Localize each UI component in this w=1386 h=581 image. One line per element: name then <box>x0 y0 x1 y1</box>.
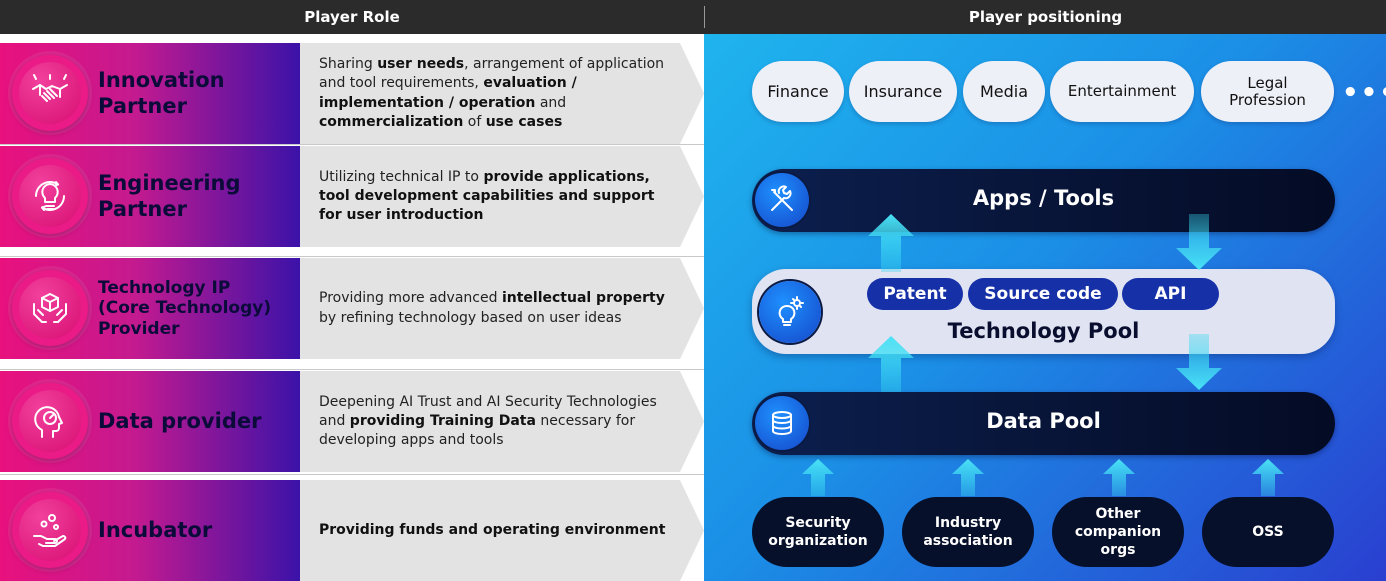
role-row-innovation-partner: Innovation Partner Sharing user needs, a… <box>0 43 704 144</box>
domain-entertainment: Entertainment <box>1050 61 1194 122</box>
technology-pool-bar: Patent Source code API Technology Pool <box>752 269 1335 354</box>
up-arrow-icon <box>952 459 984 496</box>
role-row-technology-ip-provider: Technology IP (Core Technology) Provider… <box>0 258 704 359</box>
role-panel: Innovation Partner <box>0 43 300 144</box>
role-description: Providing more advanced intellectual pro… <box>300 258 704 359</box>
header-bar: Player Role Player positioning <box>0 0 1386 34</box>
role-panel: Incubator <box>0 480 300 581</box>
tech-item-source-code: Source code <box>968 278 1118 310</box>
up-arrow-icon <box>802 459 834 496</box>
tech-item-api: API <box>1122 278 1219 310</box>
description-run: necessary for developing apps and tools <box>319 412 636 449</box>
description-run: Deepening AI Trust and AI Security Techn… <box>319 393 657 429</box>
source-other-companion-orgs: Other companion orgs <box>1052 497 1184 567</box>
description-run: Providing more advanced <box>319 290 502 307</box>
description-text: Providing more advanced intellectual pro… <box>319 289 674 327</box>
description-bold-run: provide applications, tool development c… <box>319 168 655 224</box>
role-row-engineering-partner: Engineering Partner Utilizing technical … <box>0 146 704 247</box>
player-positioning-header: Player positioning <box>968 8 1123 26</box>
description-text: Sharing user needs, arrangement of appli… <box>319 55 674 131</box>
description-text: Deepening AI Trust and AI Security Techn… <box>319 393 674 450</box>
role-label: Engineering Partner <box>98 171 241 221</box>
tech-item-patent: Patent <box>867 278 963 310</box>
role-label: Innovation Partner <box>98 68 225 118</box>
header-divider <box>704 6 705 28</box>
description-text: Providing funds and operating environmen… <box>319 521 665 540</box>
role-description: Providing funds and operating environmen… <box>300 480 704 581</box>
row-separator <box>0 256 704 257</box>
role-panel: Data provider <box>0 371 300 472</box>
lightbulb-gear-icon <box>759 281 821 343</box>
description-bold-run: intellectual property <box>501 290 665 307</box>
hand-coins-icon <box>12 492 88 568</box>
description-bold-run: commercialization <box>319 113 464 130</box>
data-pool-bar: Data Pool <box>752 392 1335 455</box>
description-run: by refining technology based on user ide… <box>319 309 622 326</box>
description-run: Utilizing technical IP to <box>319 168 484 185</box>
more-domains-ellipsis: ••• <box>1342 78 1386 108</box>
source-oss: OSS <box>1202 497 1334 567</box>
up-arrow-icon <box>1103 459 1135 496</box>
role-row-incubator: Incubator Providing funds and operating … <box>0 480 704 581</box>
description-run: of <box>463 113 486 130</box>
down-arrow-icon <box>1176 214 1222 270</box>
up-arrow-icon <box>868 336 914 392</box>
up-arrow-icon <box>1252 459 1284 496</box>
source-industry-association: Industry association <box>902 497 1034 567</box>
hands-cube-icon <box>12 270 88 346</box>
role-label: Technology IP (Core Technology) Provider <box>98 278 272 339</box>
domain-finance: Finance <box>752 61 844 122</box>
domain-insurance: Insurance <box>849 61 957 122</box>
row-separator <box>0 474 704 475</box>
data-pool-title: Data Pool <box>986 409 1101 433</box>
role-label: Incubator <box>98 517 213 542</box>
player-positioning-panel: Finance Insurance Media Entertainment Le… <box>704 34 1386 581</box>
description-bold-run: Providing funds and operating environmen… <box>319 521 666 538</box>
description-bold-run: providing Training Data <box>349 412 536 429</box>
head-gauge-icon <box>12 383 88 459</box>
description-bold-run: evaluation / implementation / operation <box>319 75 577 111</box>
role-row-data-provider: Data provider Deepening AI Trust and AI … <box>0 371 704 472</box>
player-role-header: Player Role <box>304 8 400 26</box>
description-text: Utilizing technical IP to provide applic… <box>319 168 674 225</box>
handshake-icon <box>12 55 88 131</box>
role-description: Deepening AI Trust and AI Security Techn… <box>300 371 704 472</box>
role-description: Utilizing technical IP to provide applic… <box>300 146 704 247</box>
description-bold-run: use cases <box>485 113 563 130</box>
technology-pool-title: Technology Pool <box>947 319 1140 343</box>
domain-legal-profession: Legal Profession <box>1201 61 1334 122</box>
description-bold-run: user needs <box>377 56 465 73</box>
role-description: Sharing user needs, arrangement of appli… <box>300 43 704 144</box>
row-separator <box>0 369 704 370</box>
source-security-organization: Security organization <box>752 497 884 567</box>
wrench-screwdriver-icon <box>755 173 809 227</box>
lightbulb-cycle-icon <box>12 158 88 234</box>
role-label: Data provider <box>98 408 262 433</box>
apps-tools-bar: Apps / Tools <box>752 169 1335 232</box>
description-run: and <box>535 94 567 111</box>
down-arrow-icon <box>1176 334 1222 390</box>
role-panel: Engineering Partner <box>0 146 300 247</box>
row-separator <box>0 144 704 145</box>
role-panel: Technology IP (Core Technology) Provider <box>0 258 300 359</box>
database-icon <box>755 396 809 450</box>
apps-tools-title: Apps / Tools <box>972 186 1115 210</box>
description-run: , arrangement of application and tool re… <box>319 56 665 92</box>
up-arrow-icon <box>868 214 914 272</box>
description-run: Sharing <box>319 56 378 73</box>
domain-media: Media <box>963 61 1045 122</box>
